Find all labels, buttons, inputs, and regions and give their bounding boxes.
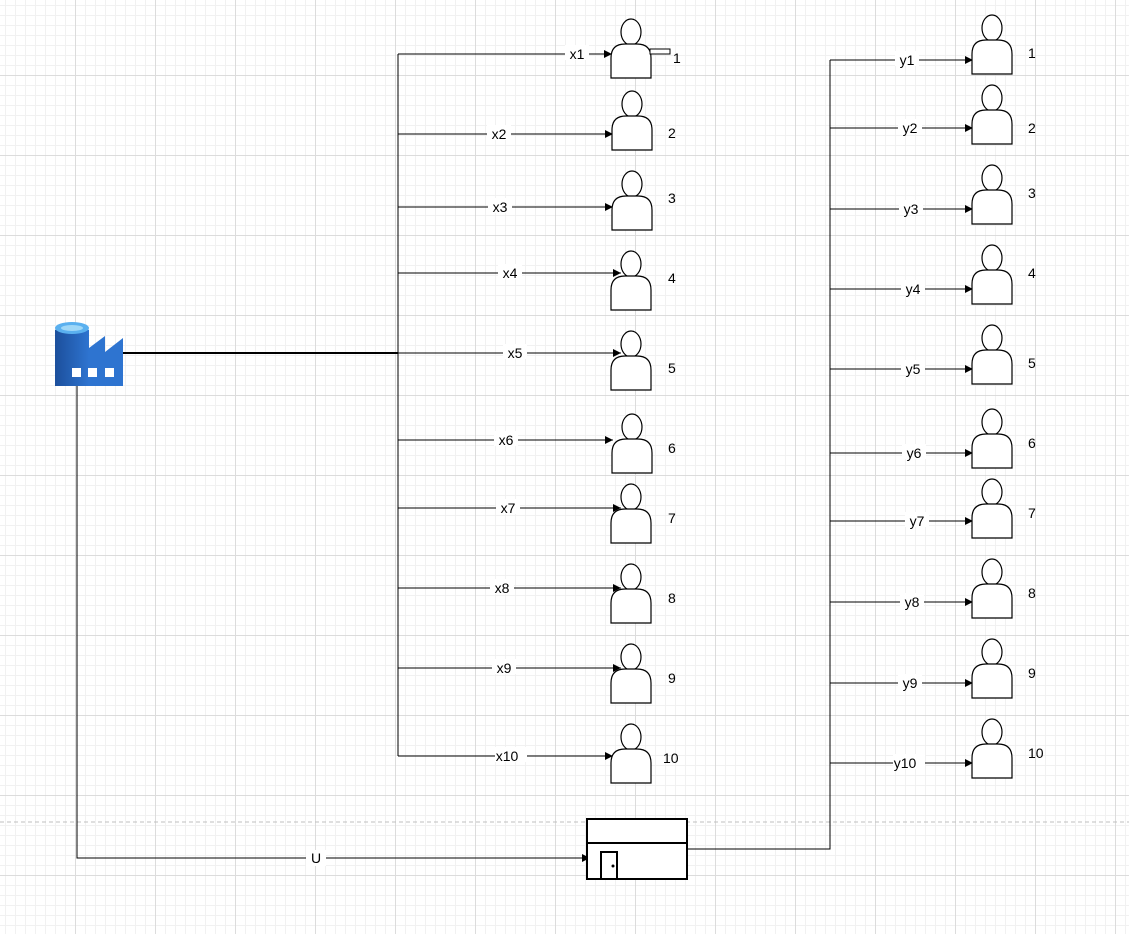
edge-label-y3: y3: [904, 201, 919, 217]
user-label-5: 5: [1028, 355, 1036, 371]
edge-label-x3: x3: [493, 199, 508, 215]
user-label-8: 8: [668, 590, 676, 606]
user-icon[interactable]: [611, 413, 653, 474]
user-label-3: 3: [1028, 185, 1036, 201]
user-icon[interactable]: [971, 164, 1013, 225]
group-b-row-2: y2 2: [830, 84, 1036, 145]
group-a-row-4: x4 4: [398, 250, 676, 311]
user-icon[interactable]: [971, 14, 1013, 75]
edge-label-x7: x7: [501, 500, 516, 516]
edge-label-y7: y7: [910, 513, 925, 529]
user-icon[interactable]: [971, 718, 1013, 779]
user-label-7: 7: [668, 510, 676, 526]
user-label-5: 5: [668, 360, 676, 376]
edge-label-y2: y2: [903, 120, 918, 136]
group-a-row-6: x6 6: [398, 413, 676, 474]
group-b-row-6: y6 6: [830, 408, 1036, 469]
group-a-row-10: x10 10: [398, 723, 679, 784]
edge-label-x1: x1: [570, 46, 585, 62]
group-b-row-5: y5 5: [830, 324, 1036, 385]
user-label-9: 9: [668, 670, 676, 686]
user-icon[interactable]: [610, 643, 652, 704]
user-icon[interactable]: [611, 170, 653, 231]
user-label-3: 3: [668, 190, 676, 206]
user-label-1: 1: [1028, 45, 1036, 61]
user-label-6: 6: [668, 440, 676, 456]
edge-label-x8: x8: [495, 580, 510, 596]
user-icon[interactable]: [971, 244, 1013, 305]
edge-label-y1: y1: [900, 52, 915, 68]
group-a-row-8: x8 8: [398, 563, 676, 624]
group-a-row-2: x2 2: [398, 90, 676, 151]
group-a-row-5: x5 5: [398, 330, 676, 391]
user-icon[interactable]: [971, 324, 1013, 385]
group-b-row-4: y4 4: [830, 244, 1036, 305]
attachment-rect: [649, 48, 671, 55]
edge-label-x2: x2: [492, 126, 507, 142]
edge-label-y4: y4: [906, 281, 921, 297]
group-b-row-8: y8 8: [830, 558, 1036, 619]
edge-label-x4: x4: [503, 265, 518, 281]
edge-label-y9: y9: [903, 675, 918, 691]
user-label-10: 10: [1028, 745, 1044, 761]
u-connection-line[interactable]: [76, 386, 590, 862]
user-icon[interactable]: [610, 250, 652, 311]
group-b-row-1: y1 1: [830, 14, 1036, 75]
edge-label-y6: y6: [907, 445, 922, 461]
data-factory-icon[interactable]: [55, 322, 123, 386]
user-icon[interactable]: [610, 330, 652, 391]
door-box-icon[interactable]: [586, 818, 688, 880]
group-a-row-1: x1 1: [398, 18, 681, 79]
group-a-row-9: x9 9: [398, 643, 676, 704]
edge-label-x10: x10: [496, 748, 519, 764]
edge-label-y10: y10: [894, 755, 917, 771]
user-icon[interactable]: [611, 90, 653, 151]
user-label-4: 4: [1028, 265, 1036, 281]
edge-label-x6: x6: [499, 432, 514, 448]
user-label-8: 8: [1028, 585, 1036, 601]
group-b-row-10: y10 10: [830, 718, 1044, 779]
user-label-10: 10: [663, 750, 679, 766]
group-b-row-3: y3 3: [830, 164, 1036, 225]
edge-label-x5: x5: [508, 345, 523, 361]
user-icon[interactable]: [971, 638, 1013, 699]
user-icon[interactable]: [971, 558, 1013, 619]
group-b-bus-line[interactable]: [687, 60, 831, 850]
user-label-4: 4: [668, 270, 676, 286]
edge-label-x9: x9: [497, 660, 512, 676]
user-label-1: 1: [673, 50, 681, 66]
user-label-7: 7: [1028, 505, 1036, 521]
edge-label-y8: y8: [905, 594, 920, 610]
user-icon[interactable]: [971, 408, 1013, 469]
edge-label-y5: y5: [906, 361, 921, 377]
user-icon[interactable]: [610, 563, 652, 624]
group-b-row-9: y9 9: [830, 638, 1036, 699]
user-icon[interactable]: [971, 478, 1013, 539]
user-icon[interactable]: [610, 483, 652, 544]
user-label-2: 2: [668, 125, 676, 141]
group-a-row-7: x7 7: [398, 483, 676, 544]
user-label-9: 9: [1028, 665, 1036, 681]
user-icon[interactable]: [610, 723, 652, 784]
user-icon[interactable]: [610, 18, 652, 79]
group-a-row-3: x3 3: [398, 170, 676, 231]
user-icon[interactable]: [971, 84, 1013, 145]
u-edge-label: U: [311, 850, 321, 866]
user-label-6: 6: [1028, 435, 1036, 451]
user-label-2: 2: [1028, 120, 1036, 136]
group-a: x1 1 x2 2 x3 3 x4 4 x5 5 x6 6 x7 7 x8 8 x9 9 x10 10: [398, 18, 681, 784]
group-b: y1 1 y2 2 y3 3 y4 4 y5 5 y6 6 y7 7 y8 8 y9 9 y10 10: [830, 14, 1044, 779]
group-b-row-7: y7 7: [830, 478, 1036, 539]
